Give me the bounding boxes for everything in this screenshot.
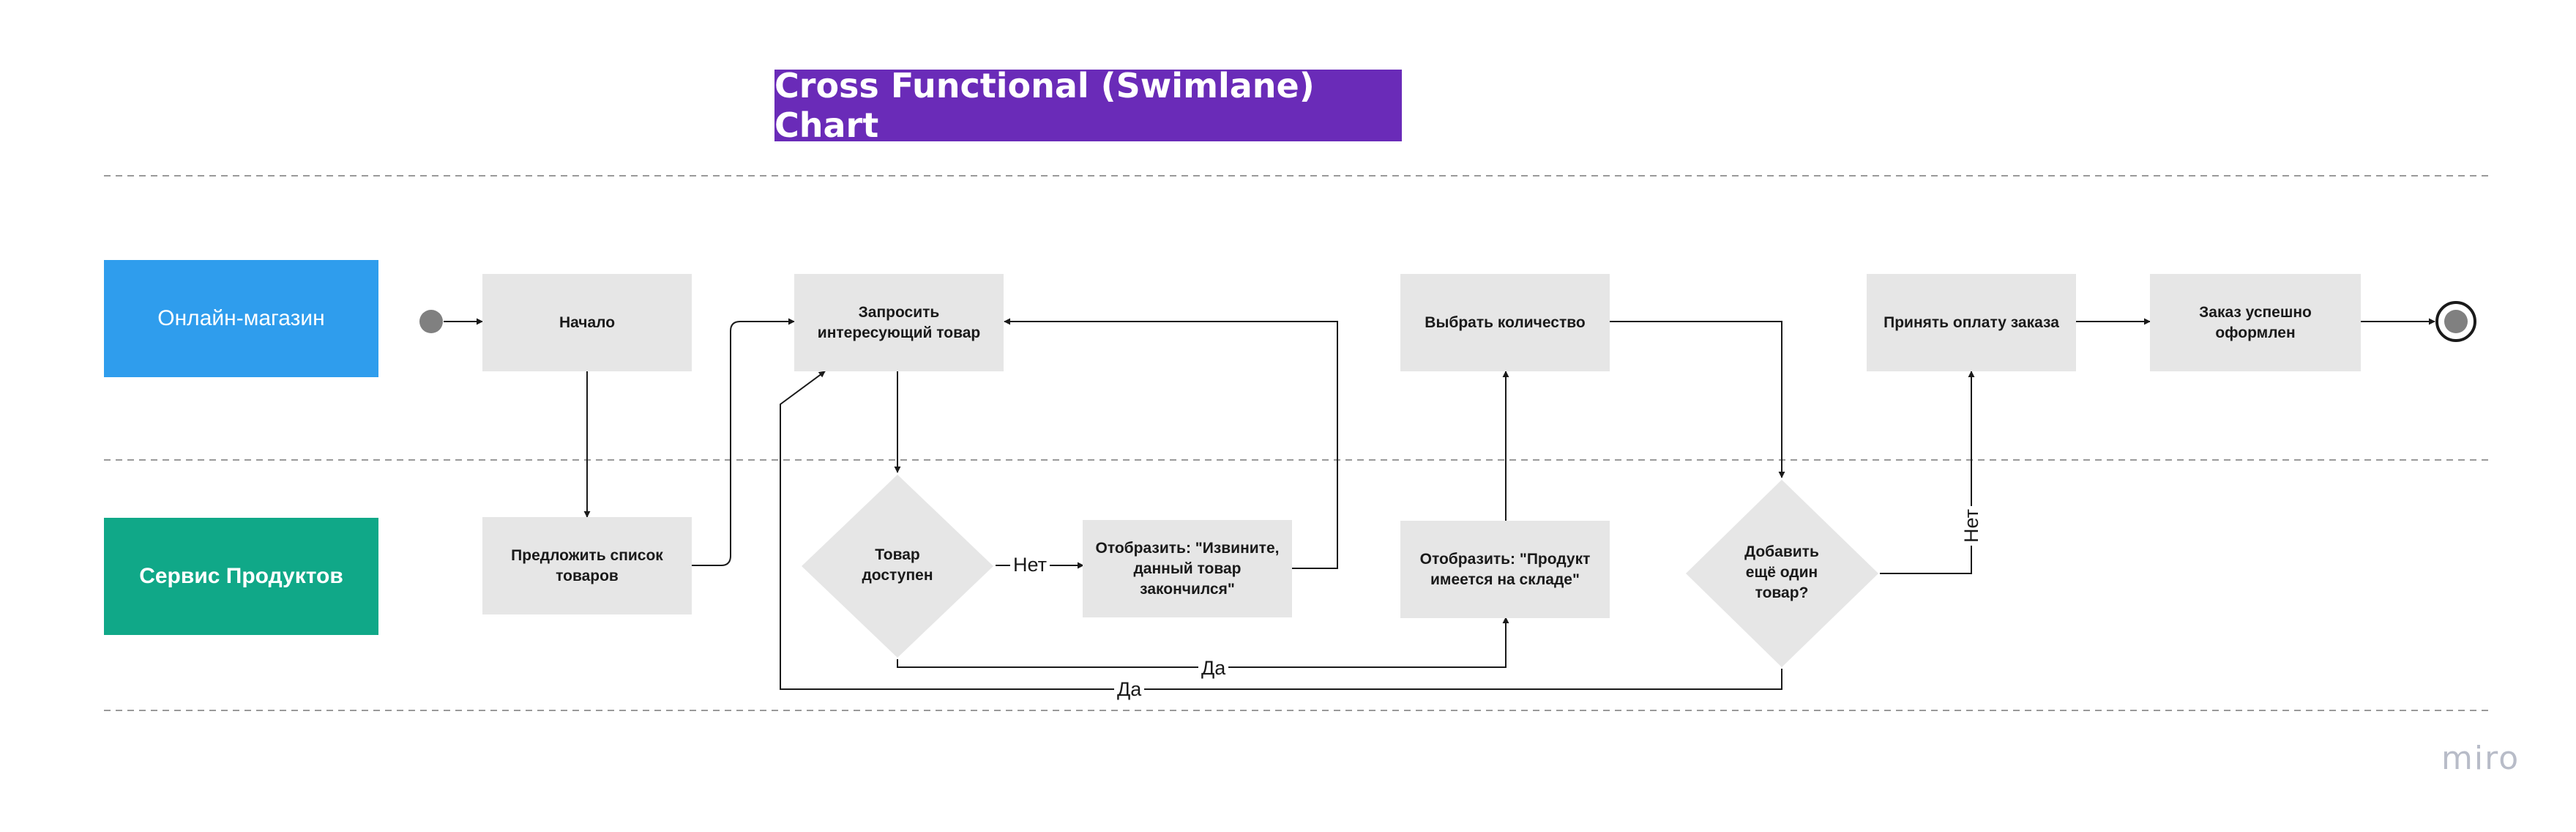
edge-label-yes-available: Да <box>1198 656 1229 680</box>
edge-label-yes-add-more: Да <box>1114 677 1145 701</box>
edge-sorry-to-request <box>1004 318 1338 569</box>
decision-add-more-label: Добавить ещё один товар? <box>1744 543 1819 601</box>
edge-label-no-available: Нет <box>1010 553 1050 576</box>
node-request-item[interactable]: Запросить интересующий товар <box>794 274 1004 371</box>
start-point[interactable] <box>419 310 443 333</box>
node-choose-quantity[interactable]: Выбрать количество <box>1400 274 1610 371</box>
edge-label-no-add-more: Нет <box>1959 506 1983 546</box>
node-show-sorry[interactable]: Отобразить: "Извините, данный товар зако… <box>1083 520 1292 617</box>
lane-label-shop: Онлайн-магазин <box>104 260 378 377</box>
edge-add-more-yes-to-request <box>780 371 1782 690</box>
miro-logo: miro <box>2441 740 2520 777</box>
decision-add-more-shape[interactable] <box>1686 480 1878 667</box>
decision-available-label: Товар доступен <box>862 546 933 584</box>
edge-offer-to-request <box>692 318 795 566</box>
edge-choose-qty-to-add-more <box>1609 321 1785 478</box>
lane-label-service: Сервис Продуктов <box>104 518 378 635</box>
node-show-in-stock[interactable]: Отобразить: "Продукт имеется на складе" <box>1400 521 1610 618</box>
node-accept-payment[interactable]: Принять оплату заказа <box>1867 274 2076 371</box>
decision-available-shape[interactable] <box>802 475 993 658</box>
edge-add-more-no-to-payment <box>1880 371 1975 574</box>
node-start[interactable]: Начало <box>482 274 692 371</box>
end-point-dot <box>2444 310 2468 333</box>
chart-title: Cross Functional (Swimlane) Chart <box>774 66 1402 145</box>
node-order-done[interactable]: Заказ успешно оформлен <box>2150 274 2361 371</box>
node-offer-list[interactable]: Предложить список товаров <box>482 517 692 614</box>
